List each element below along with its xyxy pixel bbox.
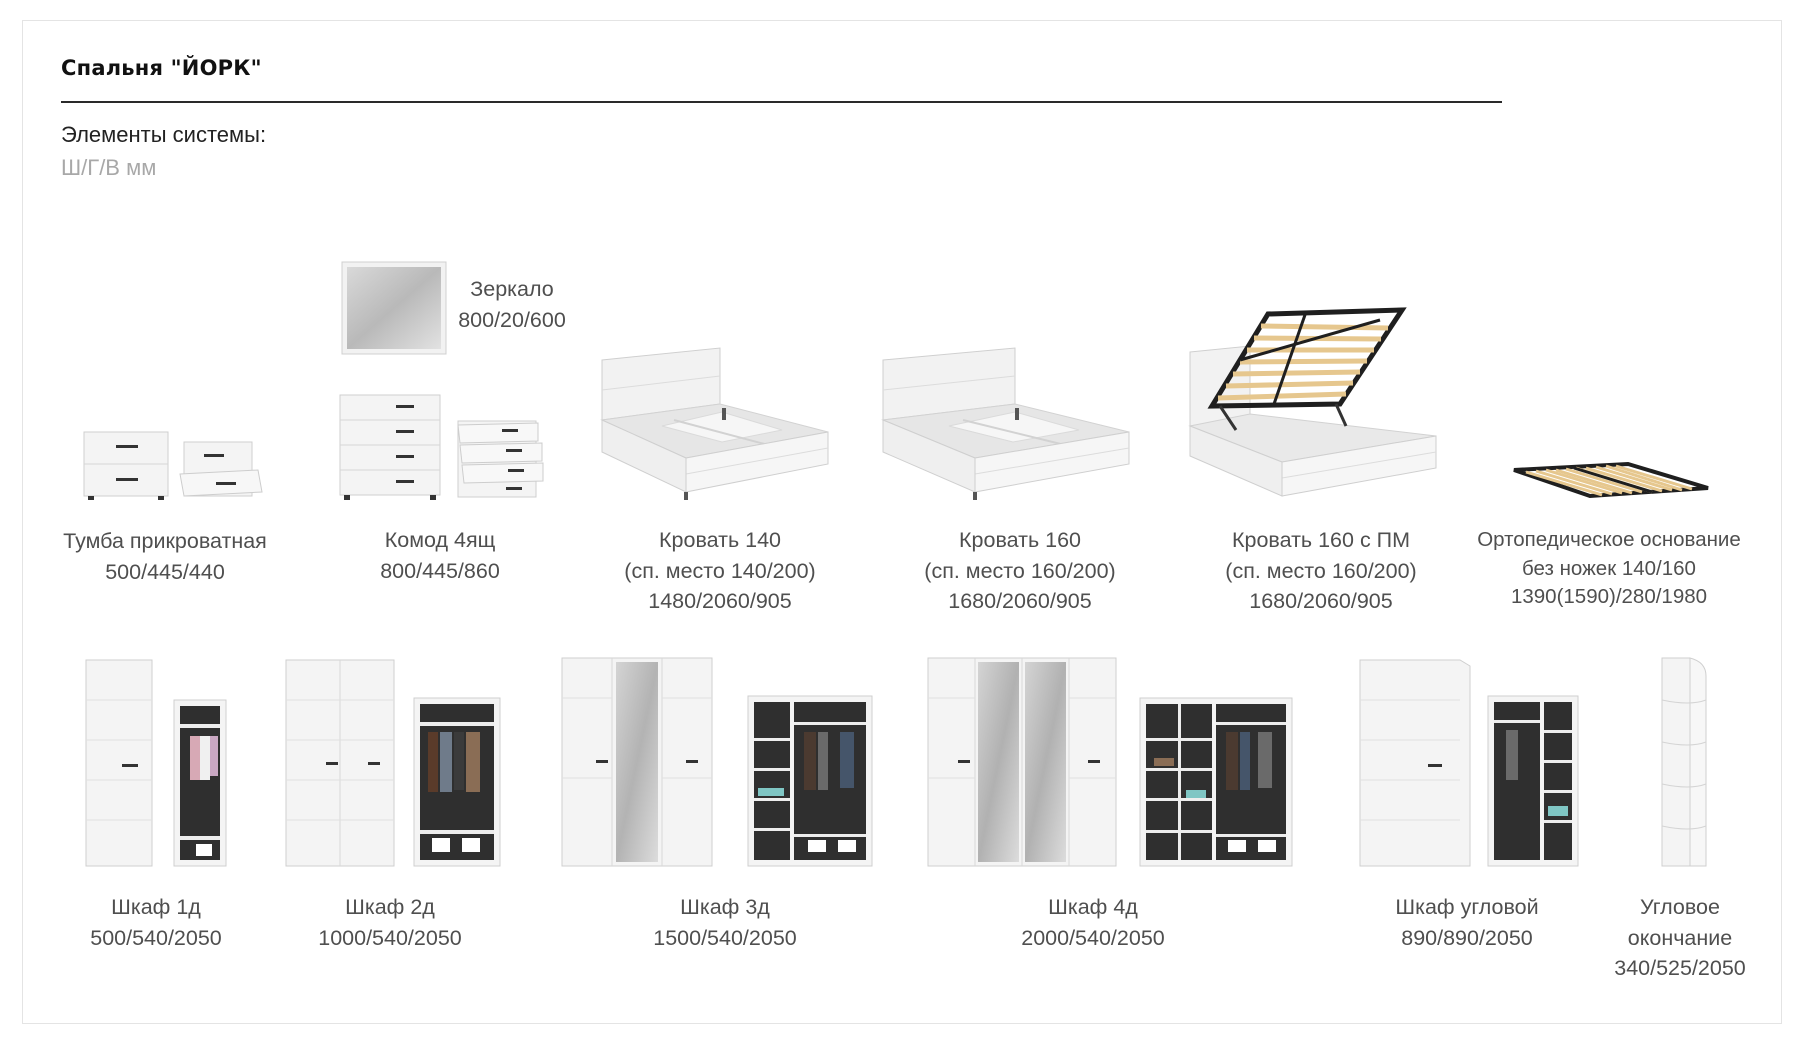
units-label: Ш/Г/В мм: [61, 155, 157, 180]
caption-dresser: Комод 4ящ 800/445/860: [380, 528, 500, 583]
corner-wardrobe-image: [1359, 659, 1584, 870]
caption-bed-160: Кровать 160 (сп. место 160/200) 1680/206…: [924, 528, 1116, 613]
mirror-image: [341, 261, 447, 355]
caption-bed-140: Кровать 140 (сп. место 140/200) 1480/206…: [624, 528, 816, 613]
caption-corner-wardrobe: Шкаф угловой 890/890/2050: [1395, 895, 1539, 950]
caption-wardrobe-4d: Шкаф 4д 2000/540/2050: [1021, 895, 1165, 950]
dresser-image: [338, 393, 544, 503]
nightstand-image: [80, 428, 263, 504]
caption-end-cap: Угловое окончание 340/525/2050: [1614, 895, 1746, 980]
caption-mirror: Зеркало 800/20/600: [458, 277, 566, 332]
orthopedic-base-image: [1512, 460, 1710, 500]
caption-orthopedic-base: Ортопедическое основание без ножек 140/1…: [1477, 528, 1741, 608]
system-elements-label: Элементы системы:: [61, 122, 267, 147]
wardrobe-2d-image: [285, 659, 504, 870]
bed-160-image: [881, 346, 1130, 504]
caption-wardrobe-2d: Шкаф 2д 1000/540/2050: [318, 895, 462, 950]
caption-wardrobe-1d: Шкаф 1д 500/540/2050: [90, 895, 222, 950]
wardrobe-3d-image: [561, 657, 874, 870]
caption-bed-160-lift: Кровать 160 с ПМ (сп. место 160/200) 168…: [1225, 528, 1417, 613]
wardrobe-1d-image: [85, 659, 230, 870]
bed-140-image: [600, 346, 829, 504]
bed-160-lift-image: [1188, 307, 1437, 506]
caption-nightstand: Тумба прикроватная 500/445/440: [63, 529, 267, 584]
wardrobe-4d-image: [927, 657, 1294, 870]
title-divider: [61, 101, 1502, 103]
caption-wardrobe-3d: Шкаф 3д 1500/540/2050: [653, 895, 797, 950]
page-title: Спальня "ЙОРК": [61, 56, 262, 80]
document-frame: [22, 20, 1782, 1024]
end-cap-image: [1660, 656, 1708, 870]
